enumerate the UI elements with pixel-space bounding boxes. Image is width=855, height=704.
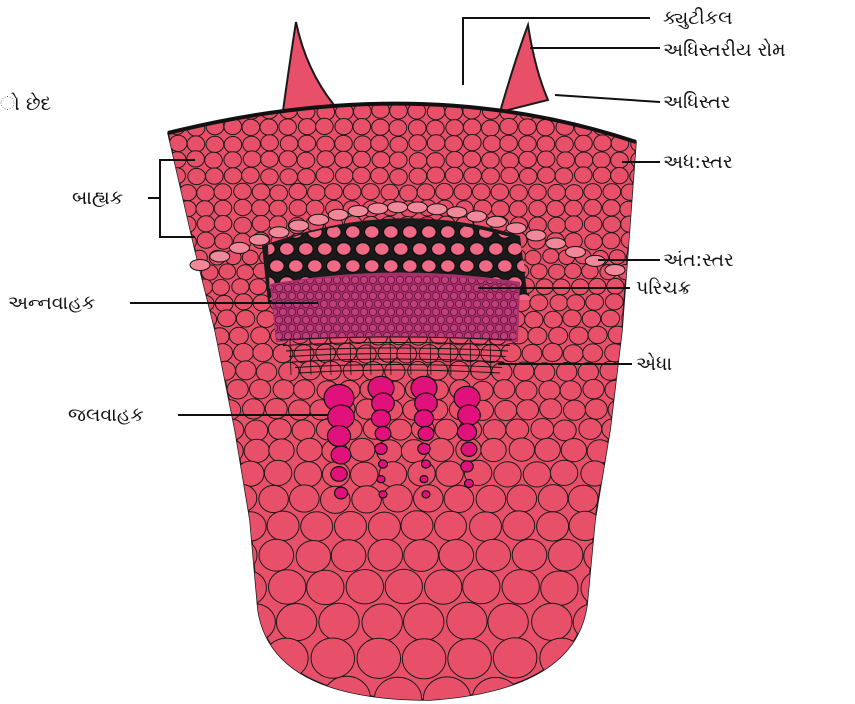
epidermal-hair-right [500,25,548,112]
leader-cuticle [463,18,650,85]
label-hypodermis: અધ:સ્તર [663,151,733,173]
phloem-region [266,272,520,347]
label-cortex: બાહ્યક [72,187,123,209]
label-phloem: અન્નવાહક [8,292,95,314]
label-cuticle: ક્યુટીકલ [663,7,733,29]
label-endodermis: અંત:સ્તર [663,249,734,271]
leader-epidermis [555,95,660,102]
label-cambium: એધા [636,353,672,375]
label-xylem: જલવાહક [68,404,144,426]
epidermal-hair-left [282,22,334,118]
figure-title-fragment: ો છેદ [0,93,51,115]
label-epidermis: અધિસ્તર [663,91,731,113]
label-epidermal-hair: અધિસ્તરીય રોમ [663,39,786,61]
label-pericycle: પરિચક્ર [636,277,691,299]
